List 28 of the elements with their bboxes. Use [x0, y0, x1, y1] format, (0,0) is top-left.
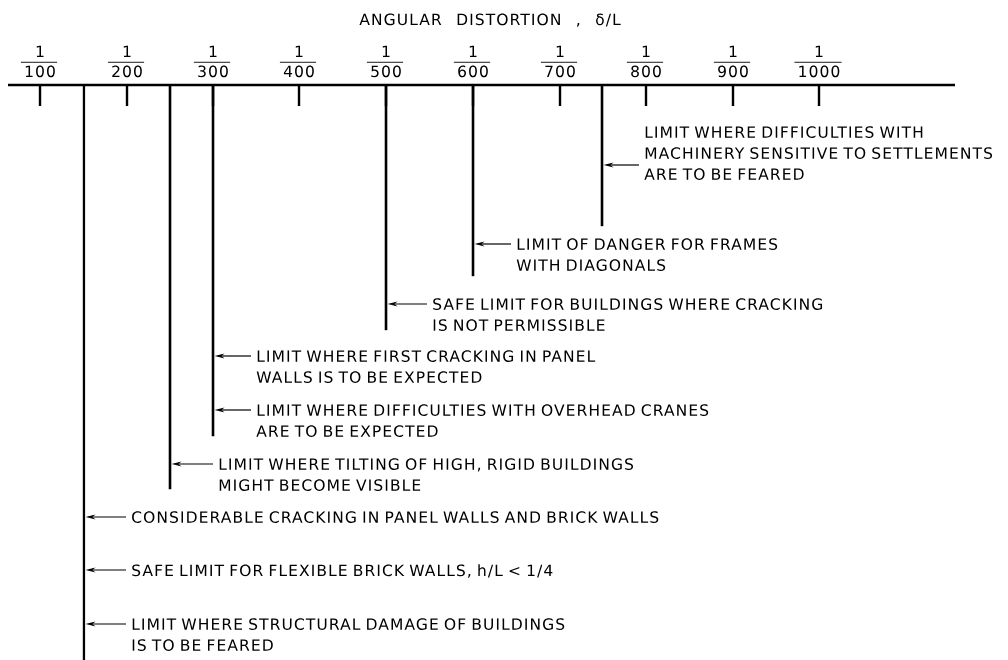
annotation-text: SAFE LIMIT FOR BUILDINGS WHERE CRACKING IS NOT PERMISSIBLE — [433, 298, 823, 331]
fraction-denominator: 100 — [25, 65, 55, 78]
fraction-denominator: 800 — [631, 65, 661, 78]
fraction-numerator: 1 — [469, 45, 477, 57]
annotation-text: LIMIT OF DANGER FOR FRAMES WITH DIAGONALS — [516, 238, 778, 271]
fraction-denominator: 700 — [545, 65, 575, 78]
annotation-text: LIMIT WHERE DIFFICULTIES WITH MACHINERY SENSITIVE TO SETTLEMENTS ARE TO BE FEARED — [644, 126, 993, 180]
fraction-numerator: 1 — [123, 45, 131, 57]
fraction-numerator: 1 — [295, 45, 303, 57]
fraction-denominator: 900 — [718, 65, 748, 78]
annotation-text: LIMIT WHERE STRUCTURAL DAMAGE OF BUILDINGS IS TO BE FEARED — [132, 618, 565, 651]
annotation-text: LIMIT WHERE DIFFICULTIES WITH OVERHEAD CRANES ARE TO BE EXPECTED — [256, 404, 709, 437]
axis-title: ANGULAR DISTORTION , δ/L — [359, 13, 621, 27]
fraction-numerator: 1 — [815, 45, 823, 57]
fraction-numerator: 1 — [729, 45, 737, 57]
fraction-numerator: 1 — [642, 45, 650, 57]
annotation-text: CONSIDERABLE CRACKING IN PANEL WALLS AND BRICK WALLS — [132, 511, 659, 523]
annotation-text: SAFE LIMIT FOR FLEXIBLE BRICK WALLS, h/L < 1/4 — [132, 564, 553, 578]
fraction-numerator: 1 — [556, 45, 564, 57]
fraction-numerator: 1 — [36, 45, 44, 57]
annotation-text: LIMIT WHERE TILTING OF HIGH, RIGID BUILDINGS MIGHT BECOME VISIBLE — [219, 458, 634, 491]
fraction-numerator: 1 — [209, 45, 217, 57]
fraction-numerator: 1 — [382, 45, 390, 57]
fraction-denominator: 400 — [283, 65, 314, 78]
fraction-denominator: 200 — [112, 65, 142, 78]
annotation-text: LIMIT WHERE FIRST CRACKING IN PANEL WALLS IS TO BE EXPECTED — [256, 350, 596, 383]
fraction-denominator: 1000 — [799, 65, 840, 78]
fraction-denominator: 300 — [198, 65, 228, 78]
